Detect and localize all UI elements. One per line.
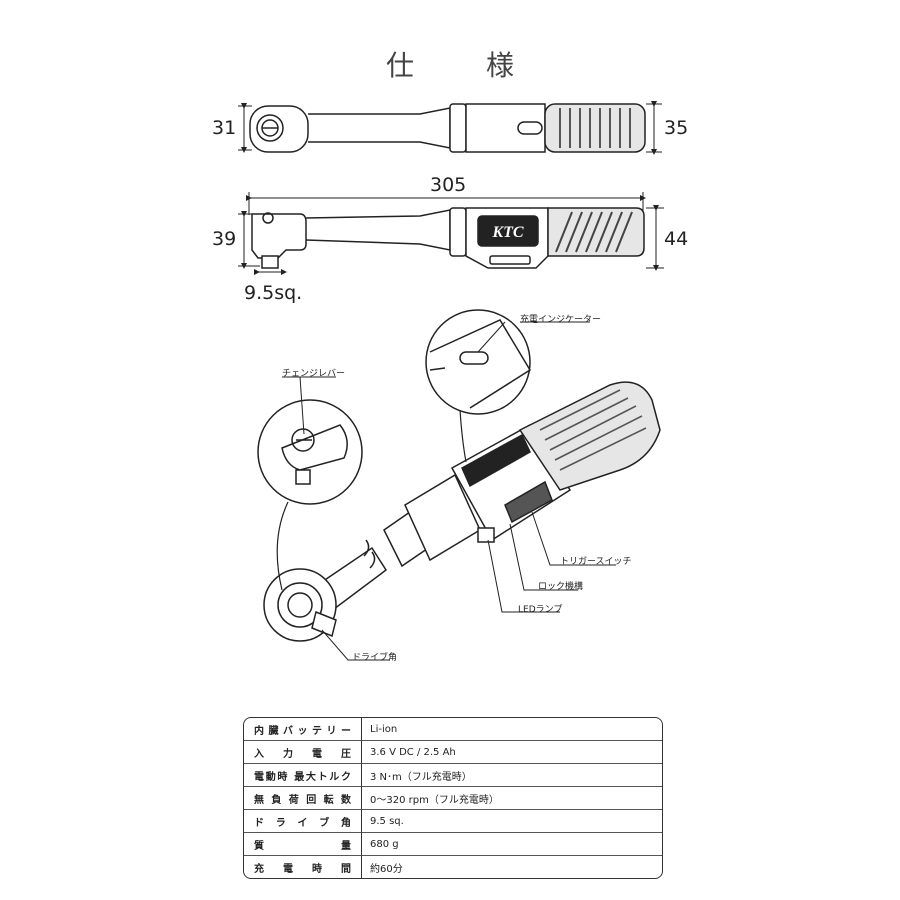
spec-value: 0～320 rpm（フル充電時） — [362, 787, 662, 810]
perspective-illustration — [257, 309, 661, 642]
dim-head-height-top: 31 — [212, 117, 237, 139]
spec-value: 約60分 — [370, 863, 403, 875]
spec-value: Li-ion — [362, 718, 662, 741]
callout-lock-mechanism: ロック機構 — [538, 582, 584, 592]
dim-overall-length: 305 — [430, 174, 467, 196]
page-title: 仕 様 — [385, 49, 536, 82]
spec-row: 充電時間 約60分 — [244, 856, 662, 878]
dim-drive-size: 9.5sq. — [244, 282, 303, 304]
spec-row: ドライブ角 9.5 sq. — [244, 810, 662, 833]
spec-value: 3.6 V DC / 2.5 Ah — [362, 741, 662, 764]
callout-trigger-switch: トリガースイッチ — [560, 557, 632, 567]
spec-label: ドライブ角 — [244, 810, 362, 833]
spec-label: 充電時間 — [244, 856, 362, 878]
dim-grip-height-side: 44 — [664, 228, 689, 250]
spec-row: 入力電圧 3.6 V DC / 2.5 Ah — [244, 741, 662, 764]
top-view — [249, 103, 646, 153]
side-logo: KTC — [491, 224, 523, 241]
callout-change-lever: チェンジレバー — [282, 369, 346, 379]
side-view — [251, 207, 645, 269]
product-drawing: KTC — [238, 101, 664, 661]
dim-head-height-side: 39 — [212, 228, 237, 250]
spec-row: 無負荷回転数 0～320 rpm（フル充電時） — [244, 787, 662, 810]
spec-label: 内臓バッテリー — [244, 718, 362, 741]
spec-row: 質量 680 g — [244, 833, 662, 856]
spec-value: 9.5 sq. — [362, 810, 662, 833]
dim-grip-height-top: 35 — [664, 117, 689, 139]
spec-label: 質量 — [244, 833, 362, 856]
callout-charge-indicator: 充電インジケーター — [520, 315, 602, 325]
spec-value: 680 g — [362, 833, 662, 856]
spec-table: 内臓バッテリー Li-ion 入力電圧 3.6 V DC / 2.5 Ah 電動… — [243, 717, 663, 879]
spec-label: 電動時 最大トルク — [244, 764, 362, 787]
spec-row: 電動時 最大トルク 3 N･m（フル充電時） — [244, 764, 662, 787]
spec-value: 3 N･m（フル充電時） — [362, 764, 662, 787]
spec-row: 内臓バッテリー Li-ion — [244, 718, 662, 741]
callout-drive-square: ドライブ角 — [352, 653, 398, 663]
spec-label: 入力電圧 — [244, 741, 362, 764]
callout-led-lamp: LEDランプ — [518, 605, 563, 615]
spec-label: 無負荷回転数 — [244, 787, 362, 810]
